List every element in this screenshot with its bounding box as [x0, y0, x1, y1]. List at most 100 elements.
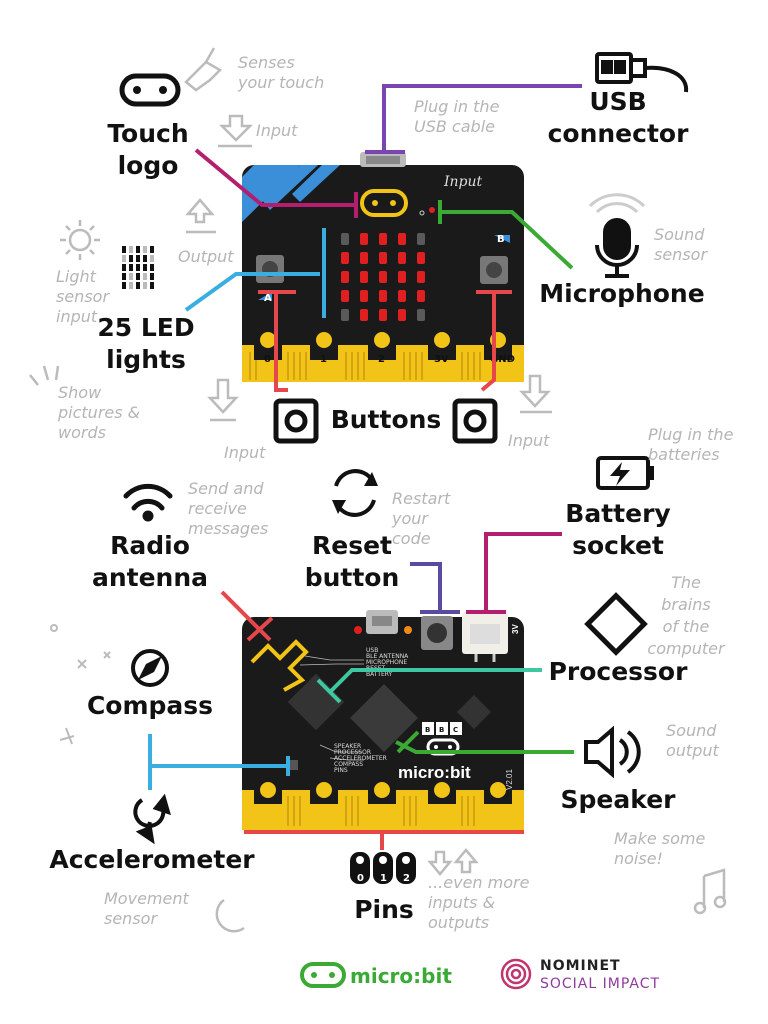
accelerometer-label: Accelerometer [49, 845, 255, 874]
compass-label: Compass [87, 691, 213, 720]
led-3-4 [417, 290, 425, 302]
show-burst-icon [29, 365, 60, 386]
led-icon-dot-2-0 [122, 264, 126, 271]
input-arrow-left-icon [207, 378, 239, 422]
led-icon-dot-1-2 [136, 255, 140, 262]
led-icon-dot-4-3 [143, 282, 147, 289]
led-2-3 [398, 271, 406, 283]
led-icon-dot-1-1 [129, 255, 133, 262]
led-icon-dot-3-4 [150, 273, 154, 280]
board-top-text-2: MICROPHONE [366, 659, 407, 666]
microphone-label: Microphone [539, 279, 704, 308]
touch-input-note: Input [256, 121, 298, 140]
led-4-3 [398, 309, 406, 321]
sparkle-icon [50, 624, 111, 745]
footer-nominet: NOMINET [540, 958, 621, 974]
processor-label: Processor [549, 657, 689, 686]
board-bottom-text-4: PINS [334, 767, 348, 774]
led-icon-dot-1-3 [143, 255, 147, 262]
board-top-text-0: USB [366, 647, 378, 654]
led-icon-dot-0-1 [129, 246, 133, 253]
led-icon-dot-0-3 [143, 246, 147, 253]
nominet-logo-icon [500, 958, 532, 990]
led-1-2 [379, 252, 387, 264]
pin-3v-label: 3V [434, 354, 449, 365]
radio-waves-icon [123, 483, 173, 522]
board-version-text: V2.01 [505, 769, 514, 790]
compass-icon [131, 649, 169, 687]
pin-2-label: 2 [378, 354, 385, 365]
pin-icon-1: 1 [380, 873, 387, 884]
input-arrow-icon [218, 114, 254, 148]
led-icon-dot-3-1 [129, 273, 133, 280]
sun-icon [60, 220, 100, 260]
processor-icon [584, 592, 648, 656]
pin-gnd-label: GND [490, 354, 515, 365]
pins-label: Pins [354, 895, 414, 924]
led-icon-dot-3-0 [122, 273, 126, 280]
led-icon-dot-2-4 [150, 264, 154, 271]
board-bottom-text-2: ACCELEROMETER [334, 755, 387, 762]
speaker-label: Speaker [561, 785, 677, 814]
led-2-1 [360, 271, 368, 283]
footer-social: SOCIAL IMPACT [540, 976, 660, 992]
bbc-b1: B [425, 726, 430, 734]
up-down-arrows-icon [427, 848, 479, 876]
pin-1-label: 1 [320, 354, 327, 365]
led-4-2 [379, 309, 387, 321]
speaker-icon [584, 725, 641, 779]
output-arrow-icon [185, 198, 216, 234]
radio-leader-line [220, 590, 272, 642]
board-brand-text: micro:bit [398, 763, 471, 782]
moon-icon [215, 898, 245, 933]
led-icon-dot-0-4 [150, 246, 154, 253]
right-input-note: Input [508, 431, 550, 450]
board-input-text: Input [443, 174, 483, 190]
battery-volt-text: 3V [511, 624, 520, 634]
led-icon-dot-1-0 [122, 255, 126, 262]
bbc-c: C [453, 726, 458, 734]
led-icon-dot-4-0 [122, 282, 126, 289]
led-3-0 [341, 290, 349, 302]
led-0-2 [379, 233, 387, 245]
reset-arrows-icon [332, 469, 378, 517]
button-b-label: B [497, 234, 505, 245]
led-icon-dot-3-3 [143, 273, 147, 280]
led-3-1 [360, 290, 368, 302]
footer-microbit: micro:bit [350, 964, 452, 988]
touch-logo-icon [119, 73, 181, 107]
board-top-text-1: BLE ANTENNA [366, 653, 409, 660]
usb-cable-icon [595, 52, 689, 93]
led-2-0 [341, 271, 349, 283]
led-1-0 [341, 252, 349, 264]
battery-icon [596, 456, 654, 490]
processor-leader-line [328, 668, 542, 694]
mic-leader-line [440, 210, 574, 270]
led-grid [341, 233, 425, 321]
led-1-1 [360, 252, 368, 264]
sound-waves-icon [588, 193, 646, 214]
microbit-logo-icon [300, 962, 346, 988]
buttons-label: Buttons [331, 405, 442, 434]
button-right-icon [452, 398, 498, 444]
led-3-2 [379, 290, 387, 302]
led-0-4 [417, 233, 425, 245]
led-4-1 [360, 309, 368, 321]
battery-leader-line [484, 532, 562, 612]
led-2-4 [417, 271, 425, 283]
pin-0-label: 0 [264, 354, 271, 365]
